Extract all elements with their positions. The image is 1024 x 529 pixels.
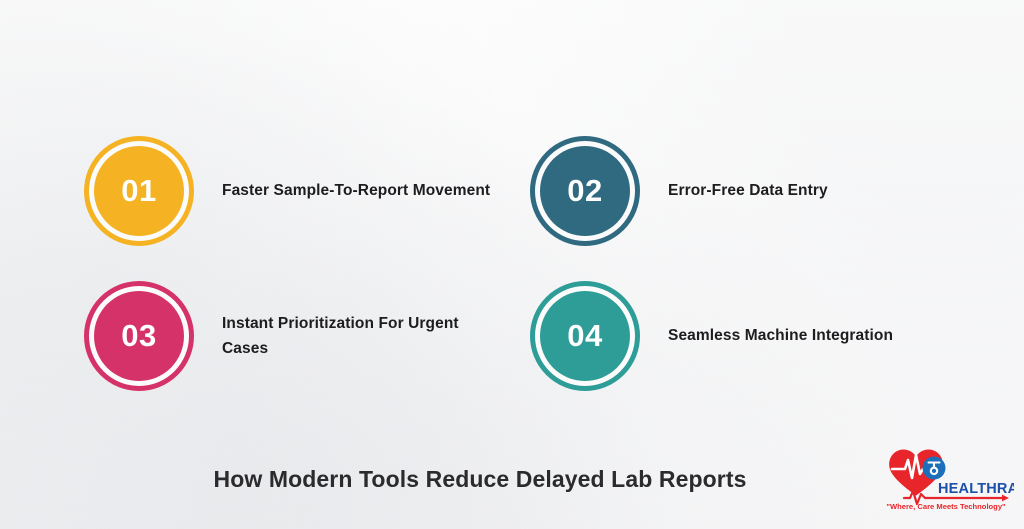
list-item-02: 02 Error-Free Data Entry [530,118,954,263]
logo-tagline: "Where, Care Meets Technology" [886,502,1006,511]
number-badge-02: 02 [530,135,640,246]
page-title: How Modern Tools Reduce Delayed Lab Repo… [213,466,747,492]
list-item-01: 01 Faster Sample-To-Report Movement [84,118,530,263]
badge-number-text: 03 [121,318,157,353]
logo-arrowhead-icon [1002,494,1009,502]
badge-number-text: 04 [567,318,603,353]
benefits-list: 01 Faster Sample-To-Report Movement 02 E… [84,118,954,408]
badge-number-text: 01 [121,173,157,208]
list-item-label-01: Faster Sample-To-Report Movement [222,182,491,199]
list-item-04: 04 Seamless Machine Integration [530,263,954,408]
logo-arrow-line-icon [902,489,1004,506]
number-badge-04: 04 [530,280,640,391]
stethoscope-glyph-icon [927,461,941,476]
logo-wordmark: HEALTHRAY [938,481,1014,497]
list-item-label-04: Seamless Machine Integration [668,327,894,344]
number-badge-01: 01 [84,135,194,246]
badge-number-text: 02 [567,173,603,208]
number-badge-03: 03 [84,280,194,391]
healthray-logo: HEALTHRAY "Where, Care Meets Technology" [878,446,1024,512]
list-item-label-02: Error-Free Data Entry [668,182,828,199]
list-item-03: 03 Instant Prioritization For Urgent Cas… [84,263,530,408]
list-item-label-03: Instant Prioritization For Urgent Cases [222,314,459,357]
healthray-logo-svg: HEALTHRAY "Where, Care Meets Technology" [886,449,1024,511]
